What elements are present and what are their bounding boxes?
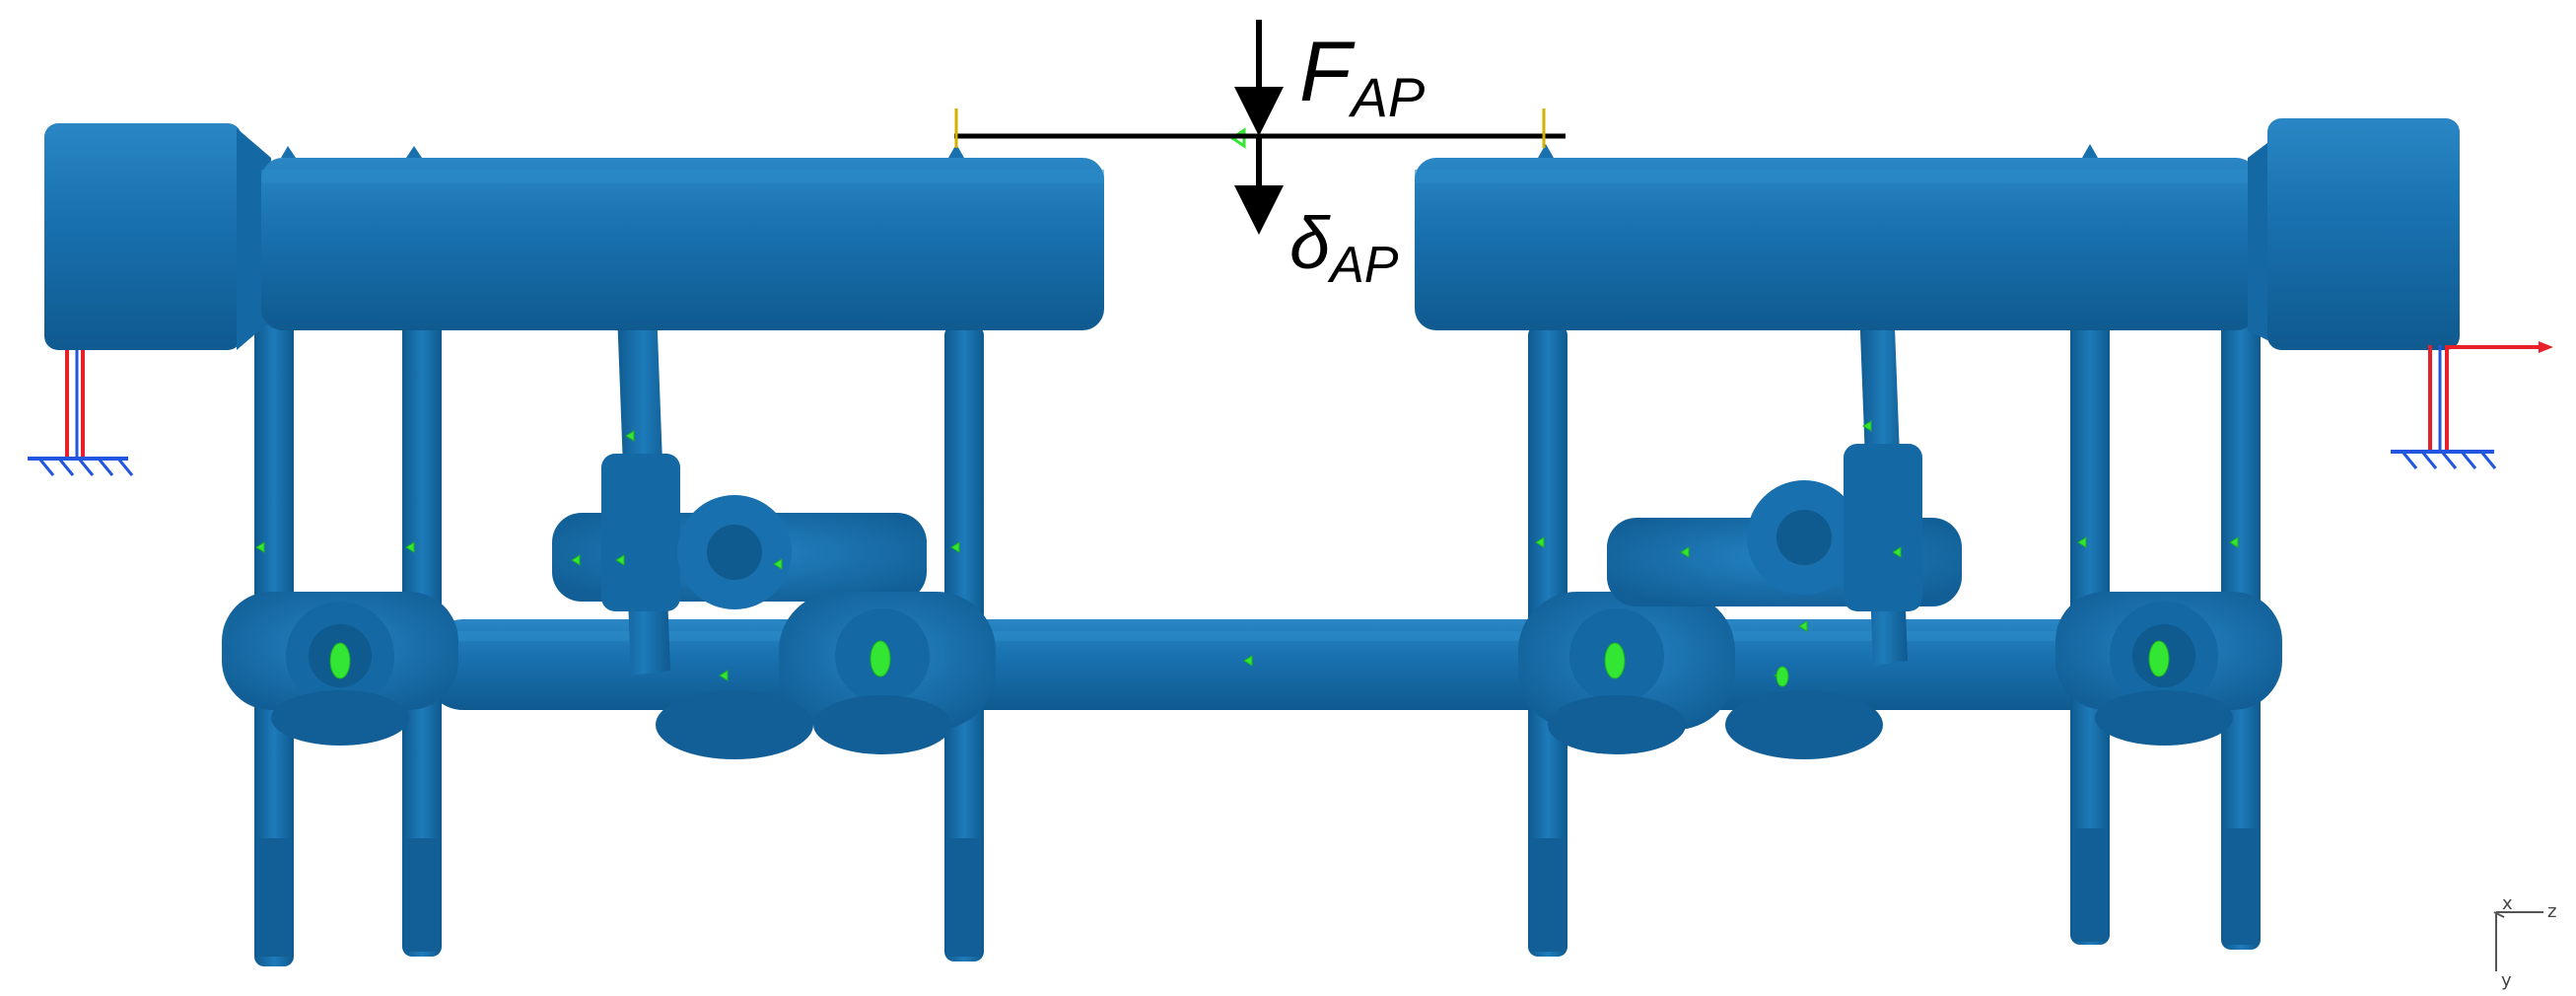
fixed-support-icon — [2391, 341, 2553, 469]
axis-y-label: y — [2501, 970, 2512, 991]
deflection-label-main: δ — [1289, 202, 1331, 284]
lower-connecting-bar — [424, 619, 2169, 710]
axis-z-label: z — [2547, 901, 2556, 922]
svg-text:δAP: δAP — [1289, 202, 1399, 294]
force-label: FAP — [1299, 25, 1425, 128]
pin-clamps — [222, 444, 2282, 759]
force-label-main: F — [1299, 25, 1356, 119]
load-distribution-bar — [954, 108, 1566, 148]
load-arrow-icon — [1234, 20, 1284, 136]
fixed-support-icon — [28, 350, 134, 476]
svg-text:FAP: FAP — [1299, 25, 1425, 128]
deflection-label: δAP — [1289, 202, 1399, 294]
deflection-arrow-icon — [1234, 138, 1284, 235]
upper-rod-left — [44, 123, 1104, 350]
clamp-right-outer — [2055, 592, 2282, 746]
clamp-left-central — [552, 454, 996, 759]
clamp-right-central — [1518, 444, 1962, 759]
coordinate-triad-icon: x z y — [2493, 893, 2556, 991]
axis-x-label: x — [2502, 893, 2513, 914]
upper-rod-right — [1415, 118, 2460, 350]
deflection-label-sub: AP — [1327, 237, 1399, 294]
node-markers — [255, 127, 2239, 687]
force-label-sub: AP — [1349, 66, 1426, 128]
